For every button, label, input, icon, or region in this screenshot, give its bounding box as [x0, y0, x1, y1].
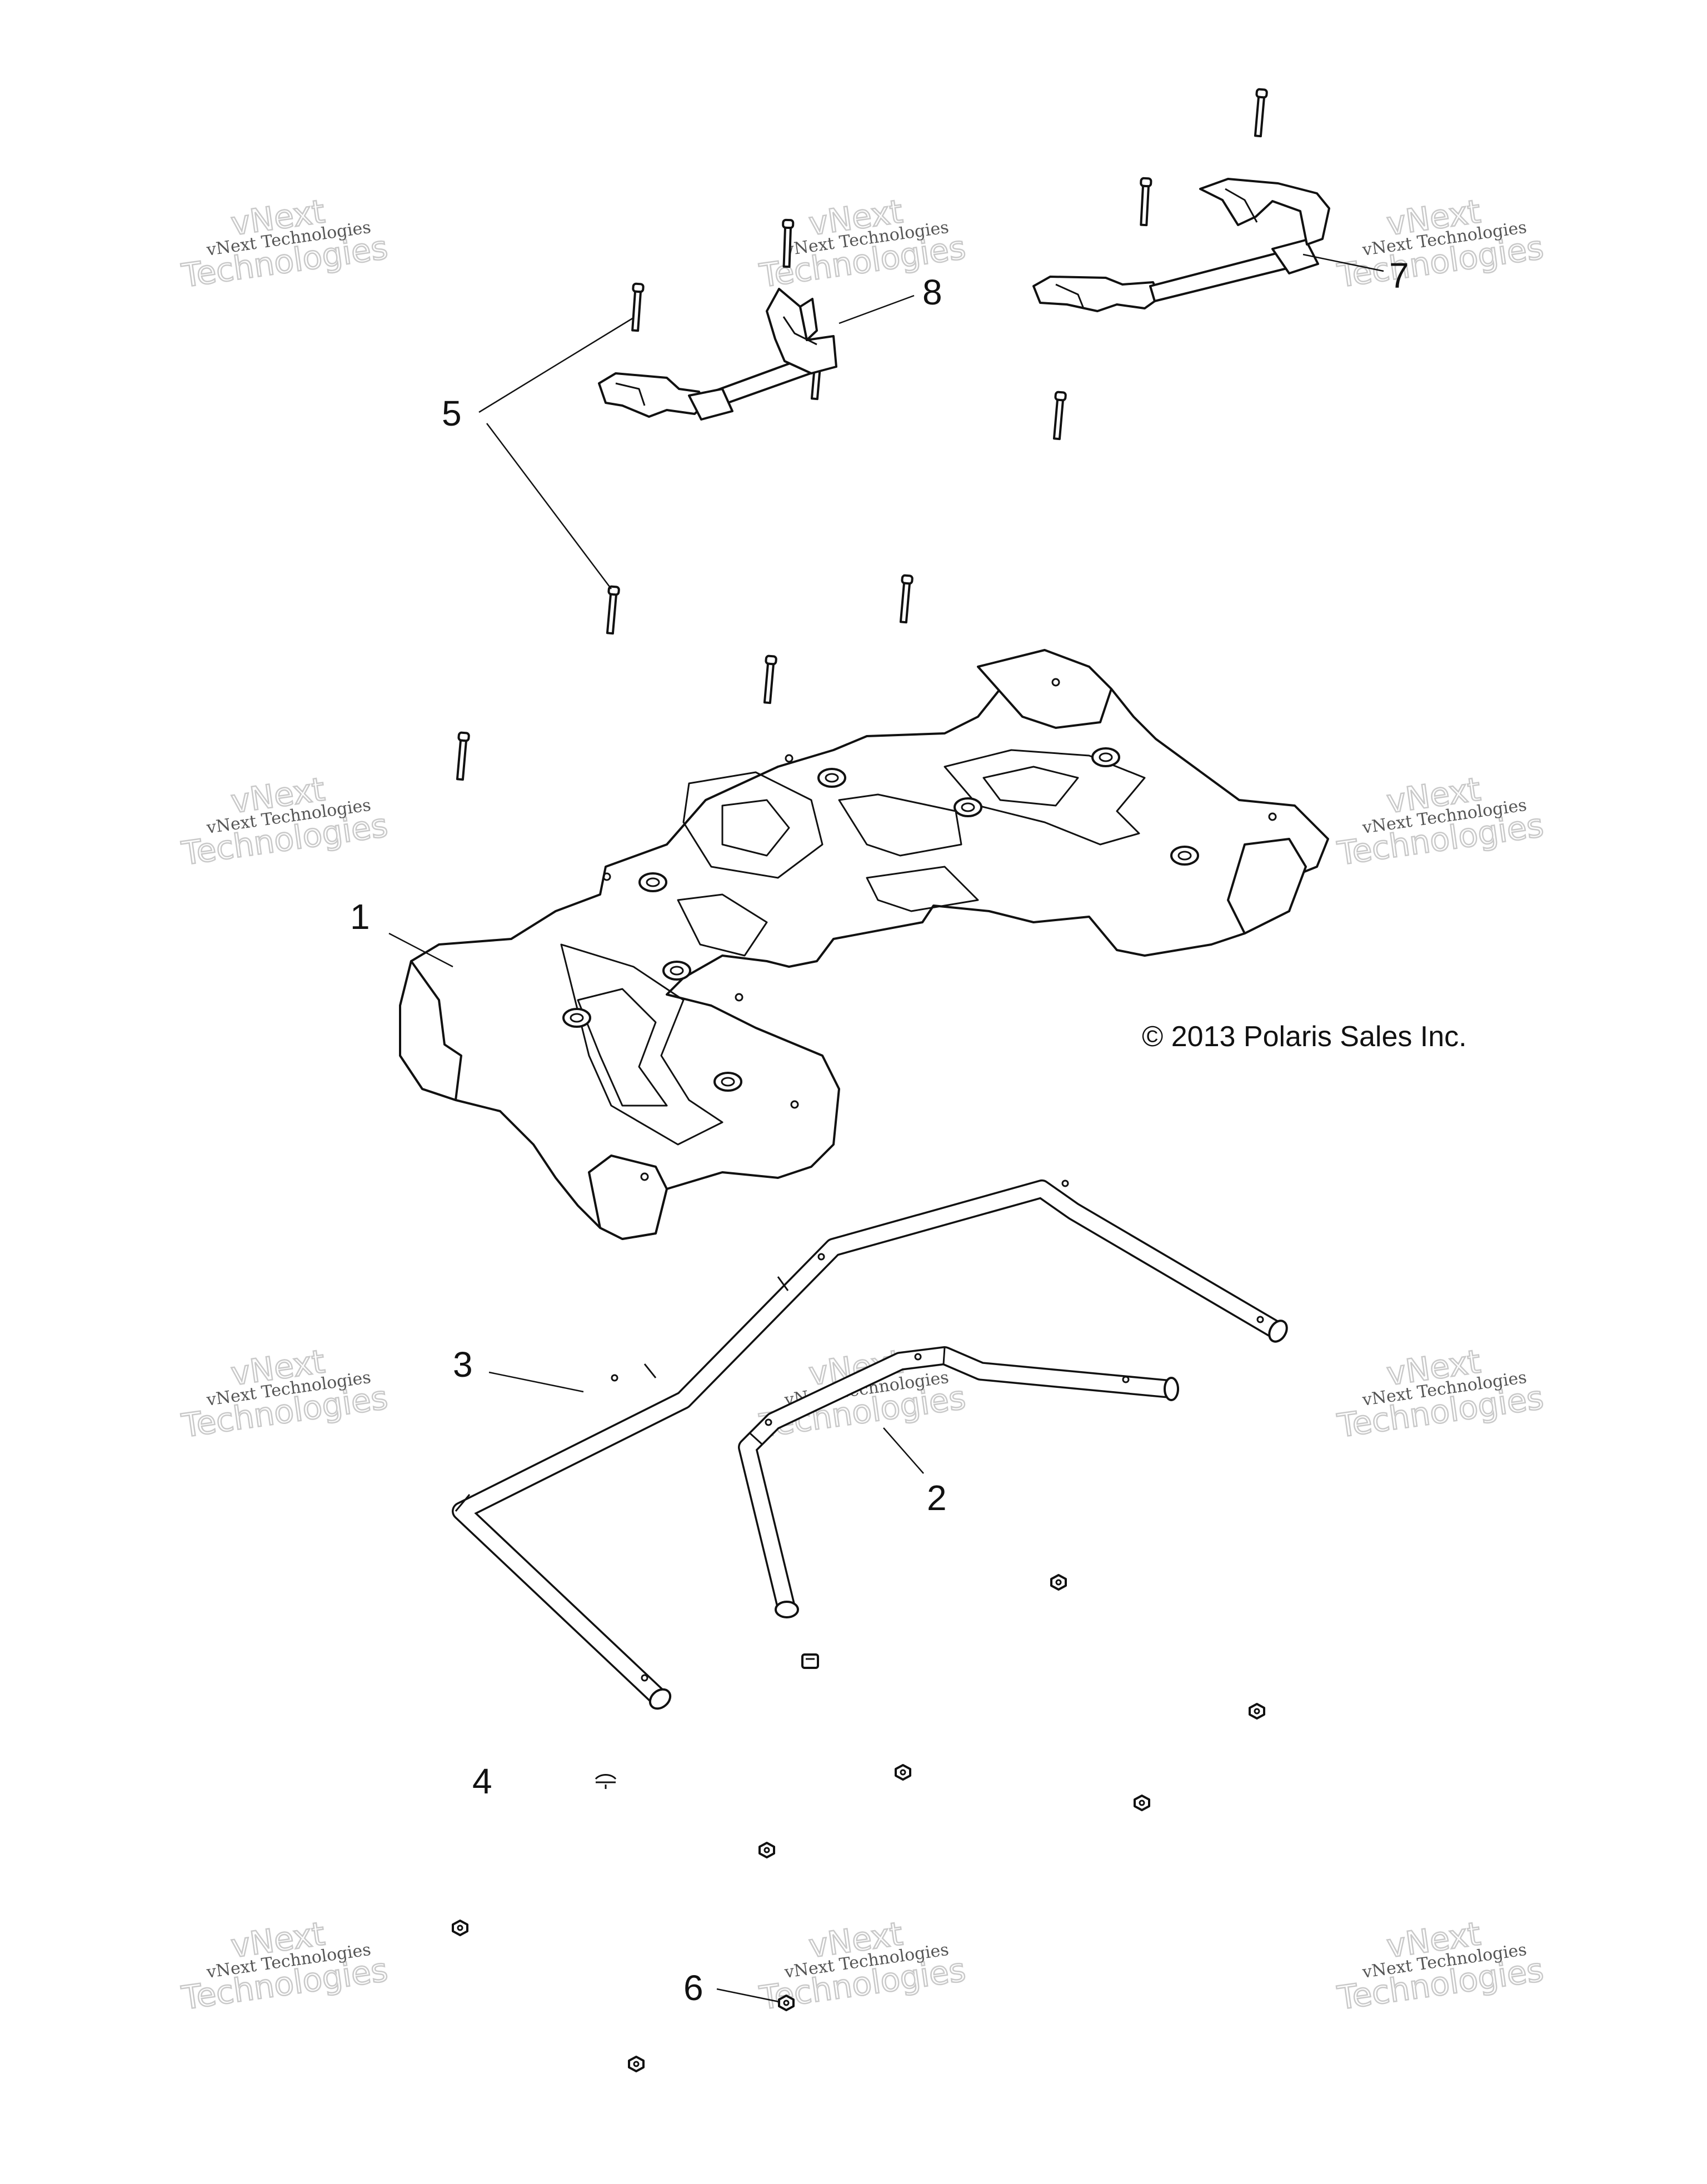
mounting-holes	[562, 747, 1199, 1092]
leader-8	[838, 294, 915, 324]
screw	[1254, 88, 1268, 138]
nut	[1050, 1574, 1067, 1591]
callout-8: 8	[922, 272, 942, 312]
watermark: vNext Technologies vNext Technologies	[1334, 192, 1546, 296]
nut	[758, 1842, 775, 1858]
callout-1: 1	[350, 897, 370, 937]
screw	[456, 731, 470, 781]
edge-holes	[602, 678, 1277, 1181]
screw	[763, 654, 777, 704]
nut	[778, 1995, 795, 2011]
callout-7: 7	[1389, 256, 1409, 296]
rail-joints	[455, 1276, 789, 1512]
watermark: vNext Technologies vNext Technologies	[178, 192, 391, 296]
watermark: vNext Technologies vNext Technologies	[1334, 1342, 1546, 1446]
leader-1	[388, 932, 453, 968]
leader-lines	[388, 253, 1384, 2003]
watermark: vNext Technologies vNext Technologies	[178, 1342, 391, 1446]
right-bracket	[1032, 178, 1330, 312]
leader-6	[716, 1988, 780, 2003]
callout-4: 4	[472, 1761, 492, 1801]
copyright-text: © 2013 Polaris Sales Inc.	[1142, 1021, 1467, 1053]
screw	[631, 282, 645, 332]
screws	[456, 88, 1268, 781]
callout-6: 6	[683, 1968, 703, 2008]
leader-5a	[478, 317, 634, 413]
nut	[1249, 1703, 1265, 1720]
watermark: vNext Technologies vNext Technologies	[178, 769, 391, 873]
nut	[895, 1764, 911, 1781]
callouts: 1 2 3 4 5 6 7 8	[350, 256, 1409, 2008]
callout-2: 2	[927, 1478, 947, 1518]
rack-base	[399, 649, 1329, 1240]
leader-2	[883, 1427, 924, 1474]
leader-5b	[486, 423, 612, 589]
nuts	[452, 1574, 1265, 2072]
rail-joints	[749, 1347, 946, 1446]
clip	[595, 1774, 617, 1789]
screw	[1140, 177, 1152, 227]
leader-3	[488, 1371, 584, 1393]
left-bracket	[598, 288, 837, 421]
small-rail	[738, 1346, 1179, 1618]
watermark: vNext Technologies vNext Technologies	[1334, 769, 1546, 873]
callout-5: 5	[442, 393, 462, 433]
leader-7	[1302, 253, 1384, 272]
rail-holes	[611, 1180, 1264, 1682]
clips	[595, 1653, 819, 1789]
screw	[782, 218, 795, 268]
watermark: vNext Technologies vNext Technologies	[178, 1914, 391, 2018]
clip	[801, 1653, 819, 1669]
rail-holes	[765, 1353, 1130, 1426]
screw	[899, 574, 914, 624]
callout-3: 3	[453, 1345, 473, 1385]
nut	[1134, 1795, 1150, 1811]
screw	[606, 585, 620, 635]
nut	[452, 1920, 468, 1936]
large-rail	[452, 1180, 1288, 1710]
nut	[628, 2056, 645, 2072]
watermark: vNext Technologies vNext Technologies	[1334, 1914, 1546, 2018]
screw	[1052, 391, 1067, 441]
